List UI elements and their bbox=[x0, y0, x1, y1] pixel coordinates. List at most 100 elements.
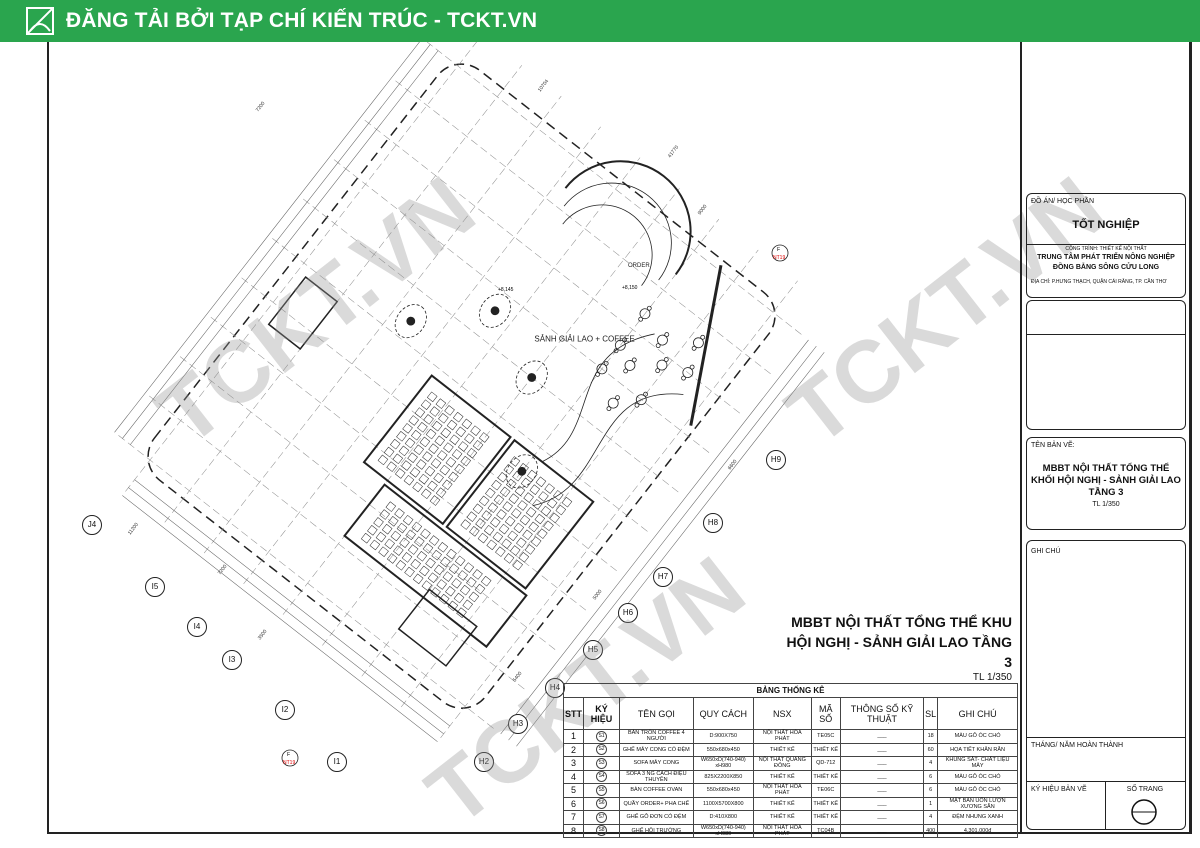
seat bbox=[498, 523, 510, 535]
chair bbox=[655, 343, 661, 348]
table-cell: TE06C bbox=[810, 783, 841, 798]
seat bbox=[506, 478, 517, 490]
table-cell: MẶT BÀN UỐN LƯỢN XƯƠNG SẮN bbox=[937, 796, 1018, 811]
seat bbox=[543, 520, 554, 532]
publisher-banner: ĐĂNG TẢI BỞI TẠP CHÍ KIẾN TRÚC - TCKT.VN bbox=[0, 0, 1200, 42]
tree-icon bbox=[406, 316, 416, 326]
table-cell: S1 bbox=[596, 730, 607, 742]
auditorium-seats bbox=[360, 391, 573, 618]
conference-room-3 bbox=[343, 483, 528, 649]
seat bbox=[530, 536, 542, 547]
grid-axis-bubble: I5 bbox=[145, 577, 165, 597]
table-cell: S5 bbox=[596, 784, 607, 796]
planter bbox=[478, 293, 512, 328]
seat bbox=[417, 422, 428, 433]
seat bbox=[448, 471, 459, 483]
grid-axis-bubble: J4 bbox=[82, 515, 102, 535]
seat bbox=[507, 530, 518, 542]
table-cell: 550x680x450 bbox=[692, 783, 754, 798]
seat bbox=[384, 538, 395, 550]
seat bbox=[538, 491, 549, 502]
coffee-table bbox=[693, 337, 704, 349]
table-cell: BÀN TRÒN COFFEE 4 NGƯỜI bbox=[619, 729, 694, 744]
table-cell: ___ bbox=[839, 810, 925, 825]
seat bbox=[486, 539, 497, 551]
table-cell: NỘI THẤT HÒA PHÁT bbox=[752, 783, 812, 798]
table-cell: 1 bbox=[563, 729, 584, 744]
tree-icon bbox=[527, 373, 537, 382]
table-cell: ___ bbox=[839, 796, 925, 811]
seat bbox=[399, 537, 410, 548]
grid-axis-bubble: H8 bbox=[703, 513, 723, 533]
title-block: ĐỒ ÁN/ HỌC PHẦN TỐT NGHIỆP CÔNG TRÌNH: T… bbox=[1020, 42, 1188, 832]
seat bbox=[436, 450, 448, 461]
grid-axis-bubble: I4 bbox=[187, 617, 207, 637]
table-header: STT bbox=[563, 697, 584, 730]
table-cell: THIẾT KẾ bbox=[752, 810, 812, 825]
chair bbox=[634, 402, 640, 408]
seat bbox=[481, 510, 492, 521]
seat bbox=[425, 557, 436, 569]
seat bbox=[544, 483, 555, 494]
seat bbox=[437, 542, 449, 553]
grid-axis-bubble: H6 bbox=[618, 603, 638, 623]
seat bbox=[430, 458, 442, 469]
table-cell: 8 bbox=[563, 823, 584, 838]
seat bbox=[490, 517, 501, 528]
seat bbox=[503, 464, 515, 475]
dimension-label: 7200 bbox=[255, 101, 267, 114]
dimension-label: 5000 bbox=[592, 589, 604, 602]
seat bbox=[466, 447, 478, 459]
seat bbox=[468, 591, 480, 603]
grid-axis-bubble: H7 bbox=[653, 567, 673, 587]
table-cell: ___ bbox=[839, 756, 925, 771]
grid-axis-bubble: I3 bbox=[222, 650, 242, 670]
grid-axis-bubble: H9 bbox=[766, 450, 786, 470]
seat bbox=[480, 575, 492, 587]
grid-axis-bubble: H3 bbox=[508, 714, 528, 734]
floor-plan: SẢNH GIẢI LAO + COFFEE ORDER +8,150 +8,1… bbox=[114, 42, 825, 767]
svg-text:NT19: NT19 bbox=[773, 255, 785, 261]
seat bbox=[514, 485, 526, 497]
chair bbox=[689, 364, 695, 370]
seat bbox=[445, 585, 456, 597]
seat bbox=[462, 599, 473, 611]
table-header: MÃ SỐ bbox=[810, 697, 841, 730]
chair bbox=[646, 305, 652, 311]
seat bbox=[438, 593, 450, 605]
seat bbox=[459, 584, 471, 596]
seat bbox=[522, 529, 533, 541]
table-cell: 550x680x450 bbox=[692, 742, 754, 757]
table-cell: 400 bbox=[923, 823, 939, 838]
seat bbox=[523, 492, 534, 503]
seat bbox=[426, 391, 438, 403]
seat bbox=[527, 469, 538, 481]
table-cell: GHẾ GỖ ĐƠN CÓ ĐỆM bbox=[619, 810, 694, 825]
table-cell: QUẦY ORDER+ PHA CHẾ bbox=[619, 796, 694, 811]
empty-box bbox=[1026, 300, 1186, 430]
seat bbox=[496, 509, 507, 520]
seat bbox=[469, 526, 480, 537]
seat bbox=[427, 572, 439, 583]
seat bbox=[395, 560, 407, 571]
seat bbox=[535, 476, 547, 488]
seat bbox=[485, 487, 496, 499]
seat bbox=[451, 578, 462, 589]
seat bbox=[513, 522, 525, 534]
seat bbox=[463, 562, 475, 573]
seat bbox=[487, 502, 499, 513]
lobby-label: SẢNH GIẢI LAO + COFFEE bbox=[534, 335, 634, 344]
completion-date-label: THÁNG/ NĂM HOÀN THÀNH bbox=[1031, 742, 1124, 749]
seat bbox=[495, 546, 506, 557]
table-cell: NỘI THẤT QUANG ĐÔNG bbox=[752, 756, 812, 771]
table-cell: S4 bbox=[596, 771, 607, 783]
seat bbox=[367, 525, 378, 536]
seat bbox=[446, 419, 458, 431]
seat bbox=[392, 453, 404, 465]
seat bbox=[424, 465, 436, 477]
seat bbox=[402, 514, 414, 526]
